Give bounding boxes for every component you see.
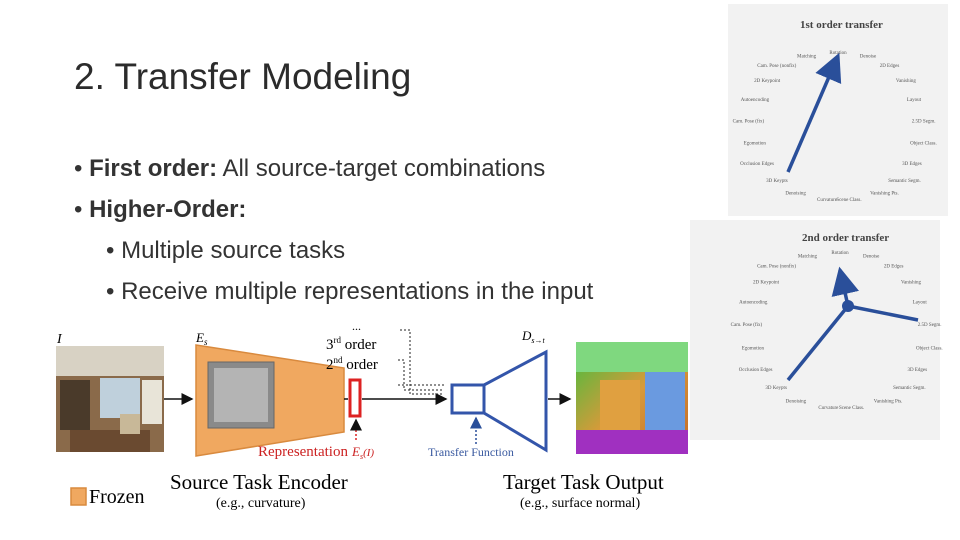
task-label: Autoencoding (739, 301, 768, 306)
third-order-label: 3rd order (326, 335, 376, 353)
task-label: Curvature (817, 198, 838, 203)
bullet-first-order: • First order: All source-target combina… (74, 155, 546, 182)
task-label: Vanishing Pts. (870, 192, 899, 197)
task-label: Matching (798, 255, 818, 260)
third-order-line (400, 329, 444, 395)
input-label: I (56, 332, 63, 347)
task-label: Vanishing Pts. (874, 399, 903, 404)
task-label: Rotation (831, 251, 849, 256)
task-label: Occlusion Edges (740, 162, 774, 167)
second-order-title: 2nd order transfer (802, 232, 889, 244)
task-label: Cam. Pose (nonfix) (757, 64, 796, 69)
frozen-swatch (70, 487, 87, 506)
first-order-arrow (786, 52, 842, 173)
decoder-shape (482, 349, 548, 453)
task-label: 2D Keypoint (754, 79, 781, 84)
task-label: Cam. Pose (fix) (731, 323, 763, 328)
task-label: Denoising (785, 192, 806, 197)
bullet-text: Receive multiple representations in the … (121, 278, 594, 305)
task-label: Egomotion (744, 142, 767, 147)
task-label: Vanishing (896, 79, 917, 84)
task-label: Denoise (863, 255, 880, 260)
task-label: 2D Edges (884, 265, 904, 270)
bullet-bold: First order: (89, 155, 218, 182)
task-label: 2D Edges (880, 64, 900, 69)
bullet-list: • First order: All source-target combina… (74, 148, 593, 312)
task-label: 2.5D Segm. (918, 323, 942, 328)
task-label: Scene Class. (836, 198, 861, 203)
representation-bar (348, 378, 362, 418)
second-order-joint (842, 300, 854, 312)
target-output-example: (e.g., surface normal) (520, 496, 640, 511)
second-order-arrow-b (847, 304, 919, 322)
task-label: 3D Keypts (765, 386, 787, 391)
source-encoder-label: Source Task Encoder (170, 470, 348, 494)
task-label: Egomotion (742, 346, 765, 351)
task-label: Semantic Segm. (893, 386, 926, 391)
task-label: Denoising (786, 399, 807, 404)
task-label: Layout (907, 98, 922, 103)
transfer-function-label: Transfer Function (428, 445, 514, 459)
task-label: 2.5D Segm. (912, 120, 936, 125)
task-label: Denoise (860, 54, 877, 59)
task-label: Autoencoding (741, 98, 770, 103)
encoder-inner-detail (214, 368, 268, 422)
task-label: Curvature (818, 406, 839, 411)
task-label: Matching (797, 54, 817, 59)
bullet-higher-order: • Higher-Order: (74, 196, 247, 223)
source-encoder-example: (e.g., curvature) (216, 496, 306, 511)
second-order-arrow-c (831, 266, 859, 307)
task-label: Layout (913, 301, 928, 306)
bullet-multiple-sources: • Multiple source tasks (106, 237, 346, 264)
task-label: 2D Keypoint (753, 280, 780, 285)
task-label: Scene Class. (839, 406, 864, 411)
task-label: Object Class. (916, 346, 943, 351)
second-order-arrow-a (786, 304, 850, 382)
bullet-multiple-representations: • Receive multiple representations in th… (106, 278, 594, 305)
task-label: Vanishing (901, 280, 922, 285)
task-label: Cam. Pose (nonfix) (757, 265, 796, 270)
target-output-label: Target Task Output (503, 470, 664, 494)
first-order-title: 1st order transfer (800, 19, 883, 31)
task-label: 3D Edges (908, 368, 928, 373)
task-label: Cam. Pose (fix) (733, 120, 765, 125)
bullet-text: Multiple source tasks (121, 237, 346, 264)
frozen-label: Frozen (89, 486, 145, 508)
output-image (576, 342, 688, 454)
task-label: Rotation (829, 51, 847, 56)
transfer-function-box (450, 383, 486, 415)
encoder-label: Es (195, 330, 208, 347)
second-order-label: 2nd order (326, 355, 378, 373)
task-label: Occlusion Edges (739, 368, 773, 373)
task-label: Semantic Segm. (888, 179, 921, 184)
task-label: 3D Edges (902, 162, 922, 167)
second-order-line (398, 359, 444, 391)
decoder-label: Ds→t (521, 328, 546, 345)
bullet-text: All source-target combinations (217, 155, 546, 182)
order-dots: ... (352, 319, 361, 333)
task-label: Object Class. (910, 142, 937, 147)
bullet-bold: Higher-Order: (89, 196, 247, 223)
slide-title: 2. Transfer Modeling (74, 56, 412, 97)
task-label: 3D Keypts (766, 179, 788, 184)
input-image (56, 346, 164, 452)
